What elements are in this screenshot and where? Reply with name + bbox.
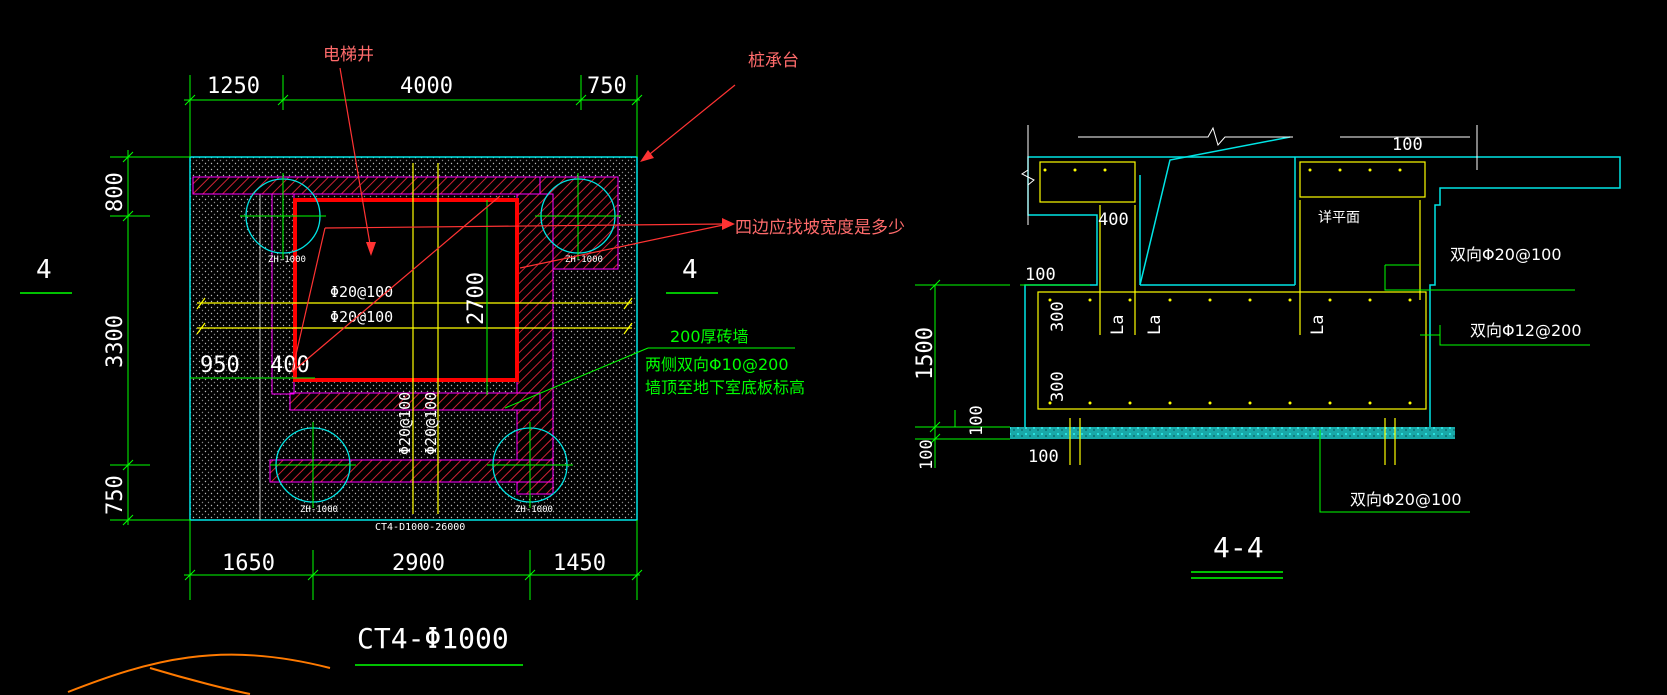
note-pile-cap: 桩承台 <box>748 51 799 71</box>
dim-bottom-2900: 2900 <box>392 551 445 576</box>
arrowhead-question <box>722 218 735 230</box>
dim-left-800: 800 <box>103 172 128 212</box>
left-dimension-lines <box>110 150 190 526</box>
dim-bottom-1450: 1450 <box>553 551 606 576</box>
sec-dim-1500: 1500 <box>913 327 938 380</box>
arrowhead-elevator-shaft <box>366 242 376 256</box>
wall-right <box>516 193 554 495</box>
elevator-shaft-outline <box>293 198 519 382</box>
arrow-pile-cap <box>644 84 736 159</box>
section-title: 4-4 <box>1213 531 1264 564</box>
note-wall-3: 墙顶至地下室底板标高 <box>645 378 805 397</box>
dim-bottom-1650: 1650 <box>222 551 275 576</box>
arrow-question-1 <box>519 223 729 269</box>
rebar-dots <box>1043 168 1412 405</box>
section-view: 100 400 详平面 100 300 300 La La La 双向Φ20@1… <box>913 125 1621 579</box>
note-question: 四边应找坡宽度是多少 <box>735 218 905 238</box>
pile-tag-1: ZH-1000 <box>268 255 306 265</box>
sec-detail-plan: 详平面 <box>1318 210 1360 226</box>
top-dimension-lines <box>184 75 643 157</box>
dim-top-750: 750 <box>587 74 627 99</box>
sec-dim-100v2: 100 <box>917 439 937 470</box>
section-rebar <box>1037 161 1427 465</box>
sec-top-100: 100 <box>1392 135 1423 155</box>
rebar-label-v2: Φ20@100 <box>422 392 440 455</box>
left-break <box>1021 169 1035 186</box>
cap-code: CT4-D1000-26000 <box>375 522 465 533</box>
dim-950: 950 <box>200 353 240 378</box>
orange-sketch-curve-2 <box>149 667 251 695</box>
sec-la-3: La <box>1308 315 1328 335</box>
arrow-question-2 <box>324 223 726 229</box>
sec-la-2: La <box>1145 315 1165 335</box>
section-mark-right: 4 <box>682 255 698 285</box>
pile-tag-4: ZH-1000 <box>515 505 553 515</box>
dim-top-4000: 4000 <box>400 74 453 99</box>
sec-rebar-r3: 双向Φ20@100 <box>1350 490 1462 509</box>
dim-left-750: 750 <box>103 475 128 515</box>
arrowhead-pile-cap <box>640 150 654 162</box>
blinding-layer <box>1010 427 1455 439</box>
dim-top-1250: 1250 <box>207 74 260 99</box>
rebar-label-h1: Φ20@100 <box>330 283 393 301</box>
plan-view: ZH-1000 ZH-1000 ZH-1000 ZH-1000 Φ20@100 … <box>20 74 718 666</box>
sec-callout-lines <box>1319 264 1590 513</box>
arrow-elevator-shaft <box>339 67 372 251</box>
rebar-label-v1: Φ20@100 <box>396 392 414 455</box>
annotations: 电梯井 桩承台 四边应找坡宽度是多少 200厚砖墙 两侧双向Φ10@200 墙顶… <box>67 45 905 695</box>
sec-dim-300a: 300 <box>1048 301 1068 332</box>
rebar-lines <box>196 163 633 514</box>
sec-dim-400: 400 <box>1098 210 1129 230</box>
dim-left-3300: 3300 <box>103 315 128 368</box>
note-elevator-shaft: 电梯井 <box>323 45 374 65</box>
pile-tag-2: ZH-1000 <box>565 255 603 265</box>
rebar-label-h2: Φ20@100 <box>330 308 393 326</box>
wall-bottom <box>269 459 554 483</box>
wall-middle <box>289 392 541 411</box>
section-mark-left: 4 <box>36 255 52 285</box>
sec-rebar-r2: 双向Φ12@200 <box>1470 321 1582 340</box>
note-wall-1: 200厚砖墙 <box>670 327 749 346</box>
note-wall-2: 两侧双向Φ10@200 <box>645 355 789 374</box>
bottom-dimension-lines <box>184 520 643 600</box>
pit-slope <box>1139 136 1291 286</box>
sec-left-dims <box>915 279 1010 468</box>
arrow-question-4 <box>291 195 501 373</box>
sec-la-1: La <box>1108 315 1128 335</box>
pile-tag-3: ZH-1000 <box>300 505 338 515</box>
sec-rebar-r1: 双向Φ20@100 <box>1450 245 1562 264</box>
arrow-question-3 <box>291 227 326 373</box>
dim-2700: 2700 <box>464 272 489 325</box>
top-break-line <box>1078 126 1293 147</box>
plan-title: CT4-Φ1000 <box>357 622 509 655</box>
note-wall-leader <box>504 347 649 409</box>
sec-dim-100v: 100 <box>967 405 987 436</box>
sec-dim-300b: 300 <box>1048 371 1068 402</box>
shaft-interior <box>295 200 517 380</box>
dim-400: 400 <box>270 353 310 378</box>
cap-section-outline <box>1024 156 1621 427</box>
orange-sketch-curve <box>67 653 331 693</box>
sec-dim-100-left: 100 <box>1025 265 1056 285</box>
pile-crosshairs <box>240 173 621 508</box>
sec-dim-100-bottom: 100 <box>1028 447 1059 467</box>
